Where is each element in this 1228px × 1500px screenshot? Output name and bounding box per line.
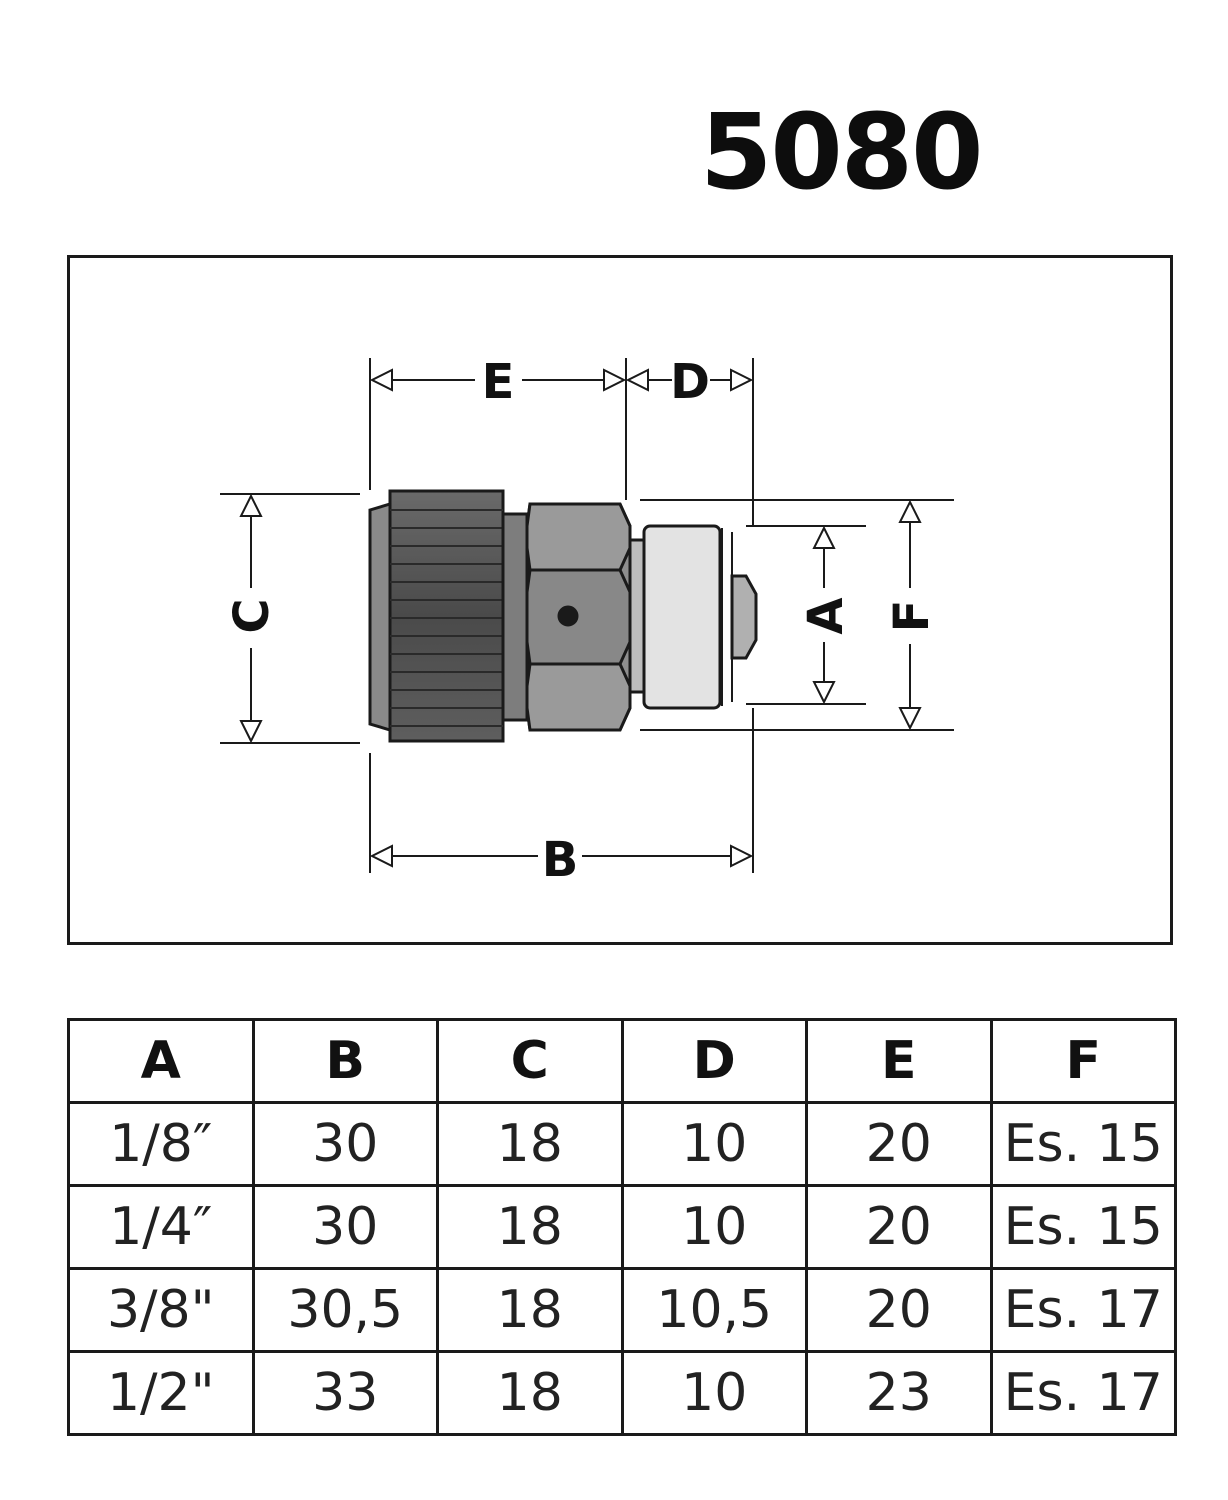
cell-d: 10: [620, 1184, 808, 1270]
cell-d: 10,5: [620, 1267, 808, 1353]
table-row: 3/8" 30,5 18 10,5 20 Es. 17: [67, 1267, 1177, 1353]
cell-a: 3/8": [67, 1267, 255, 1353]
valve-end-ring: [368, 501, 392, 733]
cell-c: 18: [436, 1350, 624, 1436]
header-cell-b: B: [251, 1018, 439, 1104]
dim-label-b: B: [542, 832, 579, 888]
cell-b: 30: [251, 1101, 439, 1187]
cell-e: 20: [805, 1184, 993, 1270]
header-cell-f: F: [989, 1018, 1177, 1104]
dim-label-a: A: [798, 597, 854, 634]
threaded-spigot: [642, 524, 722, 710]
knurled-cap: [388, 489, 505, 743]
cell-e: 23: [805, 1350, 993, 1436]
cell-b: 30: [251, 1184, 439, 1270]
table-row: 1/4″ 30 18 10 20 Es. 15: [67, 1184, 1177, 1270]
dimension-lines: [239, 368, 922, 868]
header-cell-c: C: [436, 1018, 624, 1104]
cell-a: 1/4″: [67, 1184, 255, 1270]
vent-hole: [557, 605, 579, 627]
product-code-title: 5080: [700, 91, 983, 213]
cell-a: 1/8″: [67, 1101, 255, 1187]
cell-c: 18: [436, 1184, 624, 1270]
cell-c: 18: [436, 1101, 624, 1187]
collar: [628, 538, 646, 694]
dim-label-c: C: [224, 598, 280, 633]
knurl-lines: [390, 509, 503, 727]
valve-tip: [730, 574, 758, 660]
cell-c: 18: [436, 1267, 624, 1353]
table-header-row: A B C D E F: [67, 1018, 1177, 1104]
cell-a: 1/2": [67, 1350, 255, 1436]
valve-neck: [501, 512, 529, 722]
table-row: 1/2" 33 18 10 23 Es. 17: [67, 1350, 1177, 1436]
dim-label-e: E: [482, 354, 515, 410]
cell-f: Es. 17: [989, 1350, 1177, 1436]
cell-f: Es. 15: [989, 1101, 1177, 1187]
cell-f: Es. 17: [989, 1267, 1177, 1353]
cell-b: 33: [251, 1350, 439, 1436]
technical-drawing: E D B C A F: [67, 255, 1173, 945]
hex-face-middle: [525, 568, 632, 666]
valve-drawing-svg: E D B C A F: [220, 354, 954, 888]
valve-body: [368, 489, 758, 743]
table-row: 1/8″ 30 18 10 20 Es. 15: [67, 1101, 1177, 1187]
cell-d: 10: [620, 1101, 808, 1187]
cell-f: Es. 15: [989, 1184, 1177, 1270]
dim-label-f: F: [884, 600, 940, 633]
header-cell-d: D: [620, 1018, 808, 1104]
cell-e: 20: [805, 1101, 993, 1187]
header-cell-e: E: [805, 1018, 993, 1104]
extension-lines: [220, 358, 954, 873]
cell-e: 20: [805, 1267, 993, 1353]
dimensions-table: A B C D E F 1/8″ 30 18 10 20 Es. 15 1/4″…: [67, 1018, 1177, 1436]
cell-d: 10: [620, 1350, 808, 1436]
header-cell-a: A: [67, 1018, 255, 1104]
cell-b: 30,5: [251, 1267, 439, 1353]
hex-face-bottom: [525, 662, 632, 732]
hex-face-top: [525, 502, 632, 572]
dim-label-d: D: [670, 354, 710, 410]
